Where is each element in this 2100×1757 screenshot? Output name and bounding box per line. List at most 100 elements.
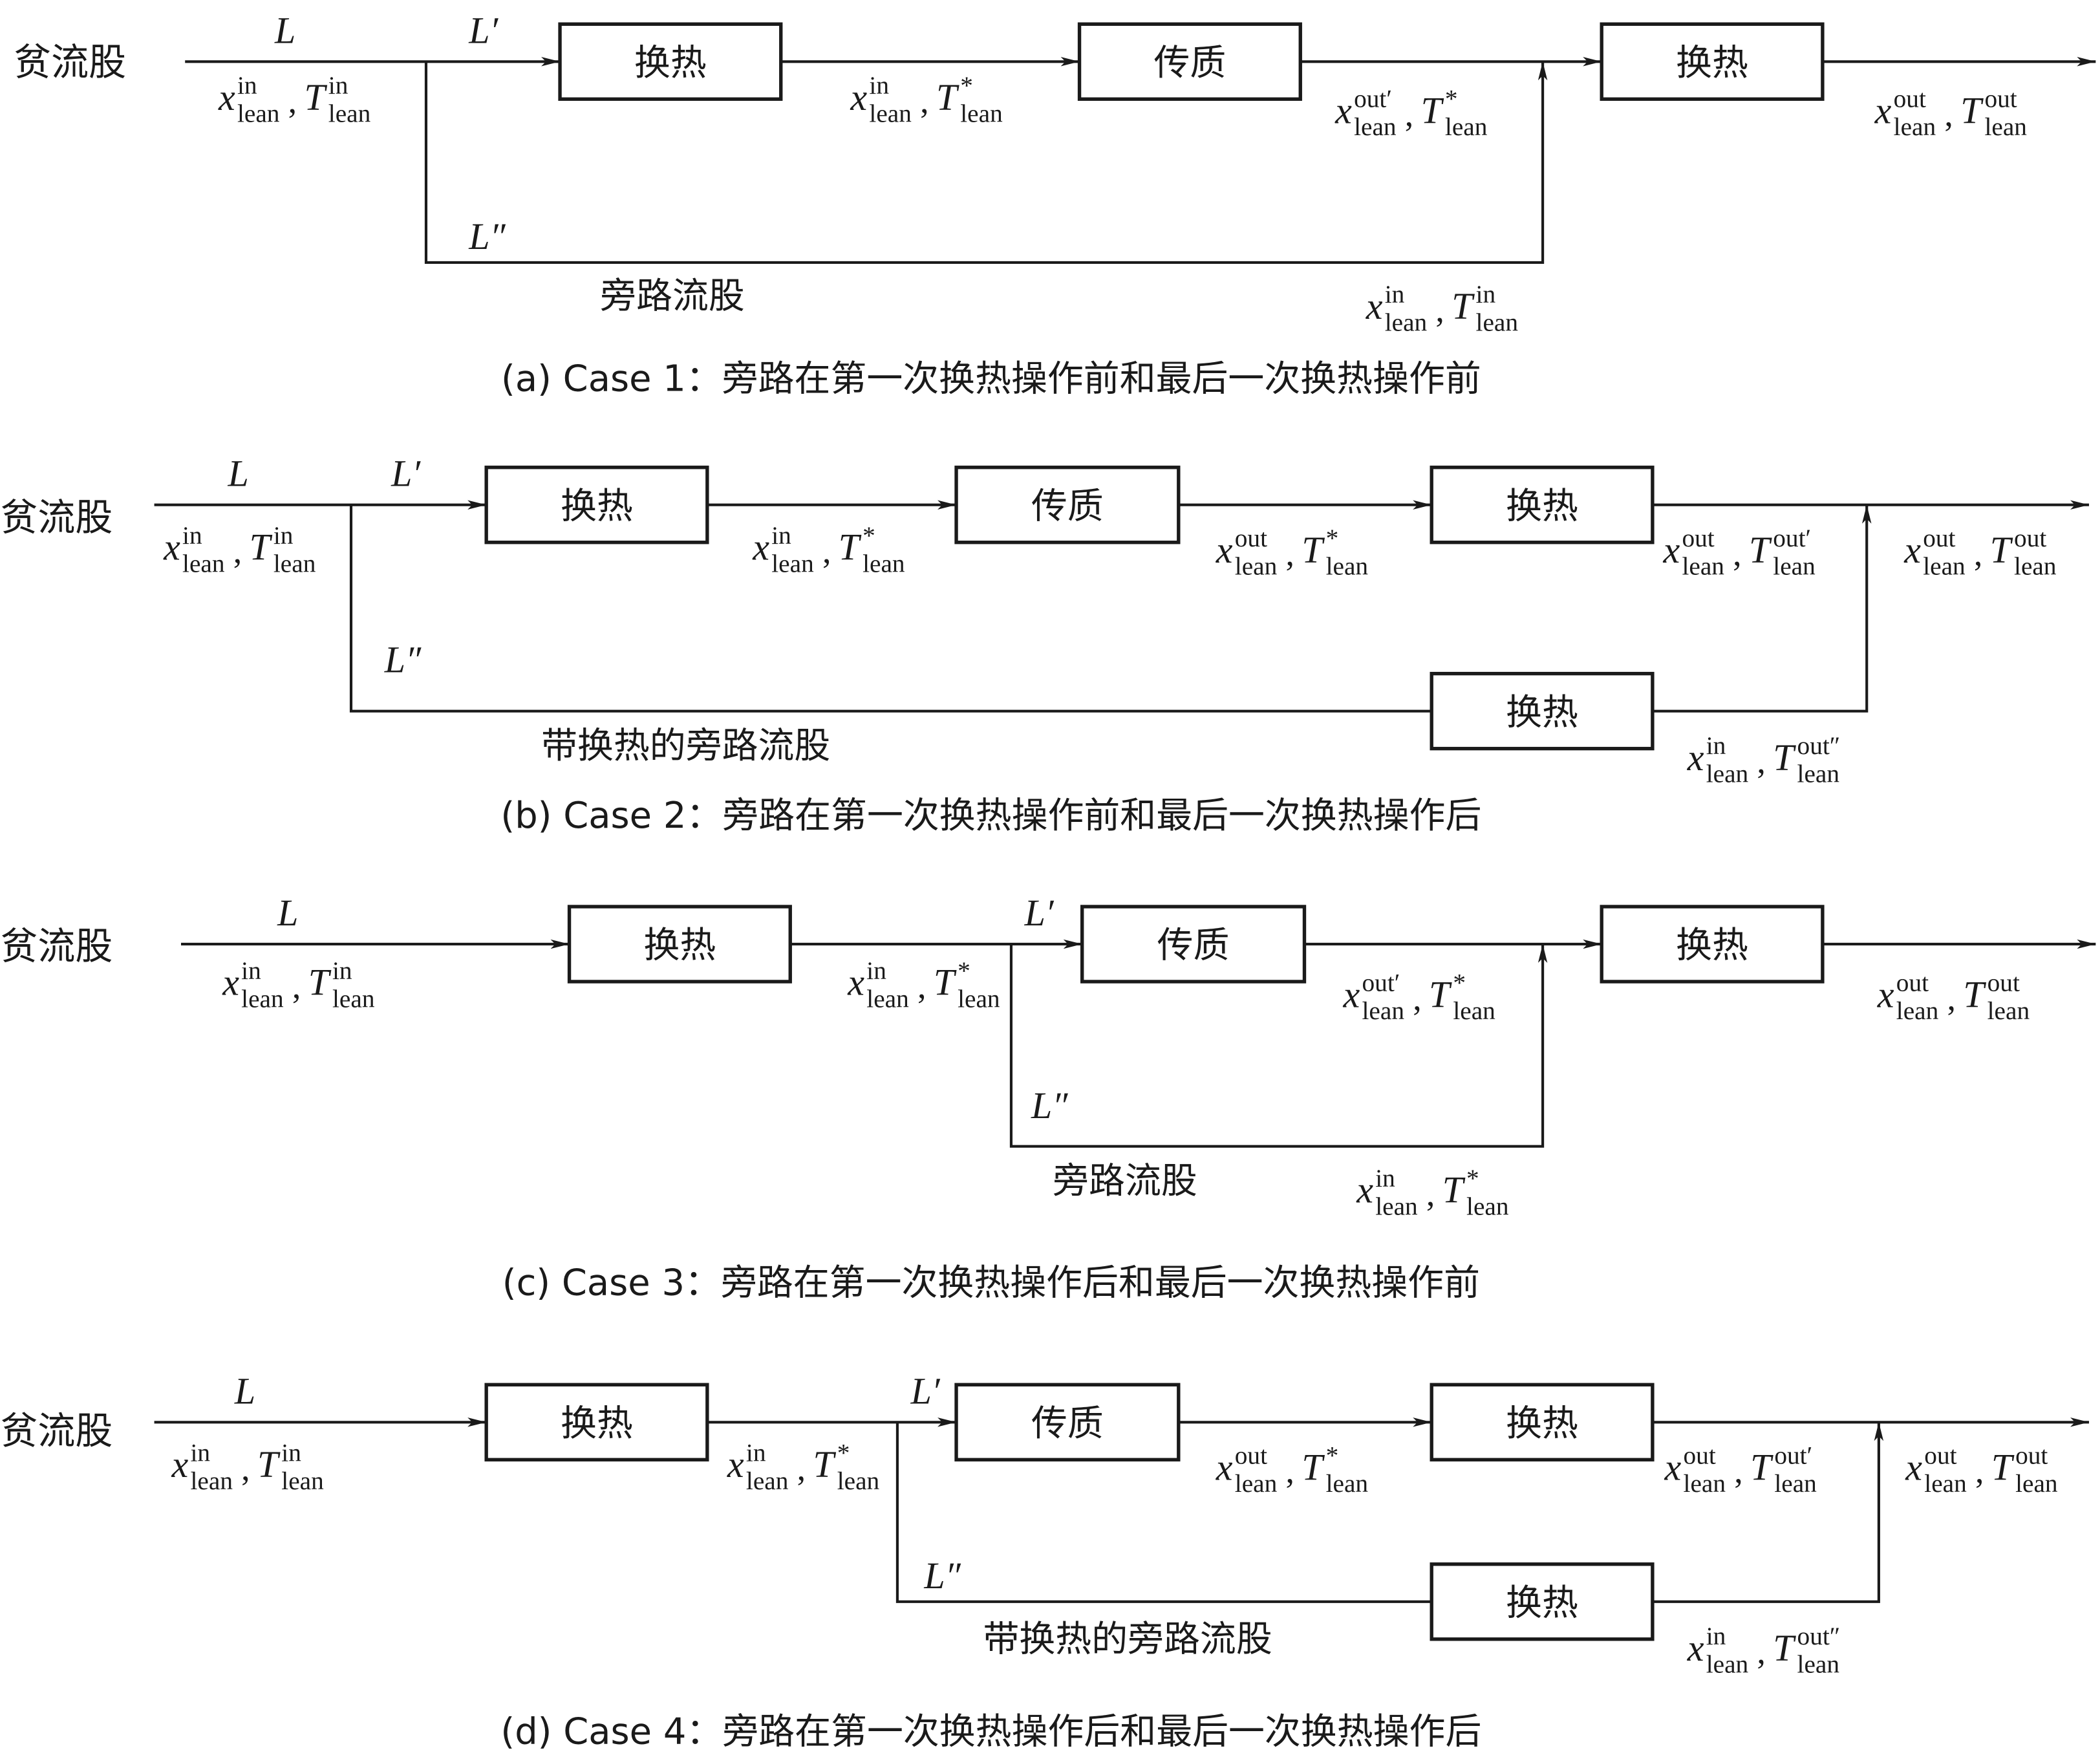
- flow-L-double-prime-label: L″: [923, 1555, 961, 1597]
- unit-box: [1077, 22, 1302, 101]
- x-subscript: lean: [1235, 552, 1278, 580]
- x-symbol: x: [1874, 90, 1892, 132]
- bypass-heat-exchange-box: 换热: [1430, 671, 1655, 751]
- unit-label: 换热: [643, 925, 716, 967]
- x-superscript: out: [1682, 524, 1714, 552]
- x-symbol: x: [1662, 529, 1680, 571]
- unit-box: [954, 466, 1181, 544]
- unit-box: [954, 1383, 1181, 1461]
- bypass-label: 旁路流股: [1053, 1160, 1197, 1202]
- t-subscript: lean: [1326, 1469, 1369, 1498]
- unit-label: 换热: [1506, 691, 1578, 733]
- t-subscript: lean: [1445, 113, 1488, 141]
- x-subscript: lean: [1894, 113, 1936, 141]
- t-symbol: T: [1963, 973, 1986, 1015]
- t-subscript: lean: [1984, 113, 2027, 141]
- unit-box: [567, 905, 792, 984]
- panel-caption: (a) Case 1：旁路在第一次换热操作前和最后一次换热操作前: [501, 358, 1481, 400]
- x-superscript: out′: [1362, 968, 1400, 997]
- t-subscript: lean: [2015, 1469, 2058, 1498]
- separator: ,: [1974, 534, 1982, 573]
- x-symbol: x: [1687, 1627, 1704, 1669]
- x-symbol: x: [1356, 1169, 1373, 1211]
- flow-L-label: L: [234, 1370, 255, 1412]
- x-subscript: lean: [1896, 997, 1939, 1025]
- t-symbol: T: [308, 962, 332, 1004]
- separator: ,: [797, 1449, 806, 1487]
- t-subscript: lean: [1326, 552, 1369, 580]
- unit-label: 换热: [634, 42, 707, 84]
- t-symbol: T: [1773, 1627, 1796, 1669]
- x-subscript: lean: [1235, 1469, 1278, 1498]
- t-subscript: lean: [281, 1467, 324, 1495]
- stream-label: 贫流股: [0, 1408, 112, 1452]
- t-superscript: out: [1988, 968, 2020, 997]
- separator: ,: [920, 81, 928, 120]
- x-symbol: x: [847, 962, 864, 1004]
- t-superscript: *: [837, 1438, 850, 1467]
- x-symbol: x: [1343, 973, 1360, 1015]
- x-subscript: lean: [1354, 113, 1397, 141]
- bypass-label: 带换热的旁路流股: [541, 725, 830, 767]
- t-subscript: lean: [2014, 552, 2057, 580]
- x-symbol: x: [727, 1443, 744, 1485]
- t-superscript: *: [1326, 1441, 1339, 1469]
- t-symbol: T: [936, 76, 959, 118]
- bypass-line: [349, 504, 1432, 713]
- panel-caption: (b) Case 2：旁路在第一次换热操作前和最后一次换热操作后: [500, 795, 1481, 837]
- unit-label: 换热: [1506, 1582, 1578, 1624]
- unit-label: 传质: [1031, 485, 1104, 527]
- separator: ,: [822, 532, 831, 570]
- flow-L-prime-label: L′: [391, 453, 421, 495]
- heat-exchange-box: 换热: [484, 466, 709, 544]
- separator: ,: [1944, 95, 1953, 134]
- x-symbol: x: [1877, 973, 1894, 1015]
- x-subscript: lean: [1375, 1192, 1418, 1220]
- separator: ,: [1426, 1174, 1435, 1213]
- t-symbol: T: [1442, 1169, 1466, 1211]
- t-symbol: T: [1421, 90, 1444, 132]
- t-superscript: out′: [1773, 524, 1811, 552]
- x-superscript: in: [237, 71, 257, 100]
- t-superscript: *: [1445, 85, 1458, 113]
- bypass-line: [424, 61, 1548, 264]
- bypass-return-line: [1652, 1422, 1884, 1603]
- separator: ,: [1757, 1632, 1765, 1671]
- x-subscript: lean: [182, 549, 225, 577]
- t-subscript: lean: [958, 984, 1000, 1013]
- x-symbol: x: [1905, 1446, 1922, 1488]
- unit-box: [558, 22, 783, 101]
- x-symbol: x: [1687, 737, 1704, 779]
- x-subscript: lean: [771, 549, 814, 577]
- x-superscript: in: [771, 521, 791, 550]
- x-subscript: lean: [1385, 308, 1428, 337]
- flow-L-double-prime-label: L″: [384, 639, 422, 681]
- bypass-line: [895, 1422, 1432, 1603]
- x-superscript: out: [1896, 968, 1929, 997]
- separator: ,: [1733, 534, 1741, 573]
- unit-box: [1430, 1562, 1655, 1641]
- flow-L-label: L: [277, 892, 298, 934]
- x-superscript: in: [1706, 731, 1726, 760]
- x-subscript: lean: [746, 1467, 789, 1495]
- t-symbol: T: [934, 962, 957, 1004]
- x-superscript: out′: [1354, 85, 1392, 113]
- x-superscript: in: [241, 956, 261, 985]
- unit-box: [1430, 1383, 1655, 1461]
- separator: ,: [233, 532, 242, 570]
- x-subscript: lean: [1684, 1469, 1726, 1498]
- separator: ,: [1285, 1451, 1294, 1490]
- t-subscript: lean: [1773, 552, 1816, 580]
- heat-exchange-box: 换热: [1430, 1383, 1655, 1461]
- t-superscript: out″: [1797, 731, 1841, 760]
- x-subscript: lean: [869, 99, 912, 127]
